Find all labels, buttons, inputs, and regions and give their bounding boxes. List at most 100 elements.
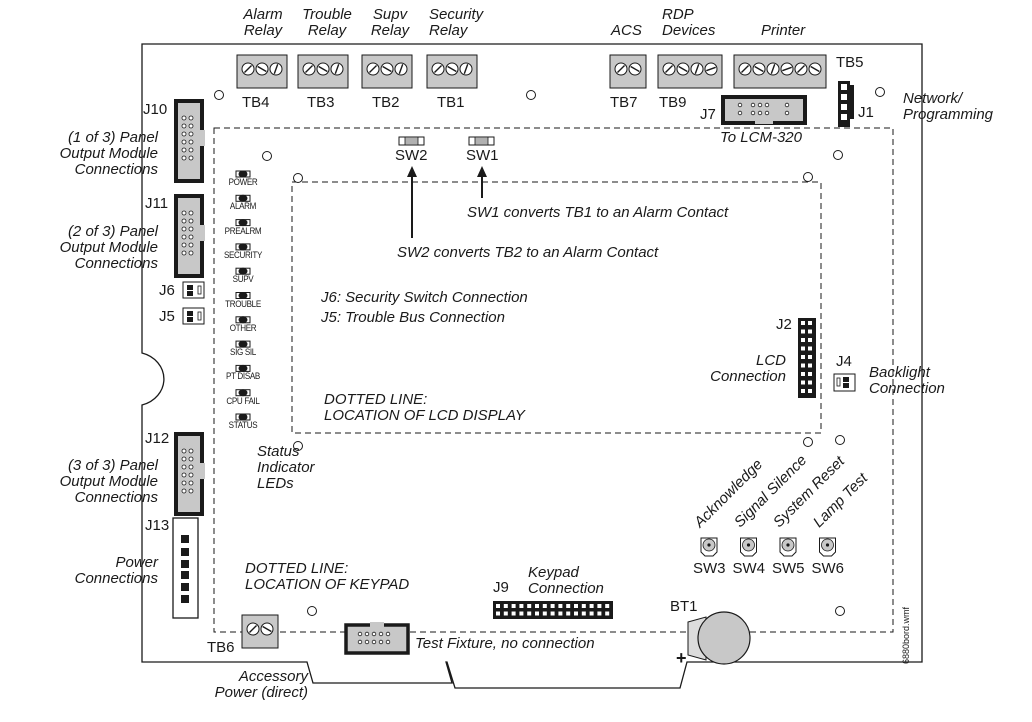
tb7-label: ACS xyxy=(611,22,642,39)
tb5-label: Printer xyxy=(761,22,806,39)
led-label: POWER xyxy=(228,177,258,188)
tb6-label-line1: Accessory xyxy=(238,668,308,685)
ribbon-headers xyxy=(174,99,205,516)
push-button-sw4[interactable] xyxy=(740,537,757,557)
led-caption-line3: LEDs xyxy=(257,475,294,492)
push-button-sw6[interactable] xyxy=(819,537,836,557)
keypad-area-note-line2: LOCATION OF KEYPAD xyxy=(245,576,410,593)
led-power xyxy=(235,170,251,178)
sw2-id: SW2 xyxy=(395,147,428,164)
j5-note: J5: Trouble Bus Connection xyxy=(321,309,505,326)
led-label: PT DISAB xyxy=(226,371,260,383)
screw-icon xyxy=(302,62,316,76)
screw-icon xyxy=(241,62,255,76)
led-label: OTHER xyxy=(229,322,257,334)
led-label: SUPV xyxy=(232,274,254,286)
j9-id: J9 xyxy=(493,579,509,596)
tb3-label-line2: Relay xyxy=(307,22,347,39)
led-trouble xyxy=(235,292,251,299)
terminal-block-tb7 xyxy=(609,54,647,89)
terminal-block-tb4 xyxy=(236,54,288,89)
terminal-block-tb2 xyxy=(361,54,413,89)
lcd-area-note-line2: LOCATION OF LCD DISPLAY xyxy=(324,407,525,424)
screw-icon xyxy=(366,62,380,76)
screw-icon xyxy=(738,62,752,76)
j2-label-line2: Connection xyxy=(710,368,786,385)
j12-label-line1: (3 of 3) Panel xyxy=(67,457,158,474)
j5-id: J5 xyxy=(159,308,175,325)
bt1-battery xyxy=(687,611,751,665)
sw1-id: SW1 xyxy=(466,147,499,164)
tb2-id: TB2 xyxy=(372,94,400,111)
sw2-arrow xyxy=(407,166,417,238)
screw-icon xyxy=(445,62,459,76)
led-caption-line2: Indicator xyxy=(257,459,315,476)
sw1-note: SW1 converts TB1 to an Alarm Contact xyxy=(467,204,729,221)
push-button-id: SW6 xyxy=(811,560,845,577)
terminal-block-tb1 xyxy=(426,54,478,89)
terminal-block-tb3 xyxy=(297,54,349,89)
bt1-id: BT1 xyxy=(670,598,698,615)
lcd-display-area xyxy=(291,181,822,434)
screw-icon xyxy=(255,62,269,76)
screw-icon xyxy=(614,62,628,76)
j1-label-line1: Network/ xyxy=(903,90,963,107)
ribbon-header-j11 xyxy=(174,194,205,278)
push-button-sw3[interactable] xyxy=(700,537,718,557)
led-status xyxy=(235,413,251,421)
led-label: TROUBLE xyxy=(225,298,261,310)
j7-id: J7 xyxy=(700,106,716,123)
push-button-id: SW3 xyxy=(693,560,726,577)
sw2-note: SW2 converts TB2 to an Alarm Contact xyxy=(397,244,659,261)
tb9-label-line1: RDP xyxy=(662,6,694,23)
screw-icon xyxy=(459,62,473,76)
led-label: CPU FAIL xyxy=(226,395,260,407)
j6-note: J6: Security Switch Connection xyxy=(321,289,528,306)
screw-icon xyxy=(808,62,822,76)
led-prealrm xyxy=(235,219,251,227)
tb2-label-line2: Relay xyxy=(370,22,410,39)
tb7-id: TB7 xyxy=(610,94,638,111)
j5-jumper xyxy=(182,307,205,325)
j10-label-line1: (1 of 3) Panel xyxy=(67,129,158,146)
led-cpu-fail xyxy=(235,389,251,397)
screw-icon xyxy=(752,62,766,76)
j2-label-line1: LCD xyxy=(755,352,786,369)
j11-label-line1: (2 of 3) Panel xyxy=(67,223,158,240)
j11-id: J11 xyxy=(145,195,169,212)
push-button-sw5[interactable] xyxy=(779,537,797,557)
j4-backlight-connector xyxy=(833,373,856,392)
j6-jumper xyxy=(182,281,205,299)
j4-id: J4 xyxy=(836,353,852,370)
j12-label-line3: Connections xyxy=(74,489,158,506)
sw2-dip-switch xyxy=(398,136,425,146)
led-security xyxy=(235,243,251,251)
j6-id: J6 xyxy=(159,282,175,299)
board-outline xyxy=(141,43,923,689)
j1-connector xyxy=(838,81,854,127)
j2-id: J2 xyxy=(776,316,792,333)
terminal-block-tb9 xyxy=(657,54,723,89)
screw-icon xyxy=(780,62,794,76)
j1-label: Network/Programming xyxy=(903,91,993,123)
mounting-holes xyxy=(214,87,885,616)
led-sig-sil xyxy=(235,340,251,348)
j1-label-line2: Programming xyxy=(903,106,994,123)
j7-connector xyxy=(721,95,807,125)
screw-icon xyxy=(704,62,718,76)
tb3-id: TB3 xyxy=(307,94,335,111)
push-buttons xyxy=(700,537,836,557)
lcd-area-note-line1: DOTTED LINE: xyxy=(324,391,428,408)
tb5-id: TB5 xyxy=(836,54,864,71)
tb9-id: TB9 xyxy=(659,94,687,111)
j13-power-connector xyxy=(172,517,199,619)
bt1-polarity: + xyxy=(676,648,687,668)
